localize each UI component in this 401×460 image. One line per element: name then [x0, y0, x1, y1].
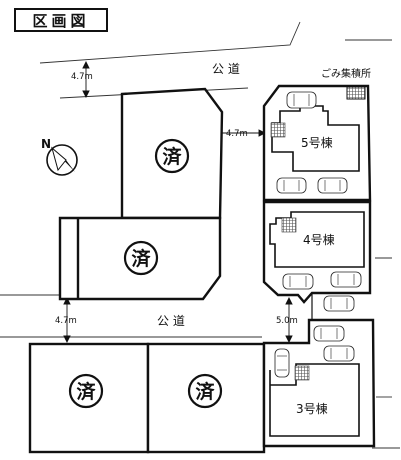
- lot-outlines: [28, 87, 266, 454]
- road-label-middle: 公 道: [157, 314, 185, 328]
- sold-mark-3: 済: [76, 380, 96, 403]
- building-4-footprint: [269, 211, 365, 268]
- dim-middle-road: 4.7m: [55, 316, 77, 326]
- building-5-footprint: [270, 105, 360, 172]
- dim-lower-gap: 5.0m: [276, 316, 298, 326]
- garbage-box: [346, 86, 366, 100]
- building-4-label: 4号棟: [303, 232, 335, 247]
- sold-mark-4: 済: [195, 380, 215, 403]
- building-3-label: 3号棟: [296, 401, 328, 416]
- garbage-label: ごみ集積所: [321, 67, 371, 80]
- sold-mark-2: 済: [131, 247, 151, 270]
- sold-mark-circles: [68, 138, 223, 409]
- page-title: 区画図: [14, 8, 108, 32]
- road-label-top: 公 道: [212, 62, 240, 76]
- dim-upper-gap: 4.7m: [226, 129, 248, 139]
- building-5-label: 5号棟: [301, 135, 333, 150]
- north-arrow-icon: [46, 144, 78, 176]
- building-3-footprint: [269, 363, 360, 437]
- car-windows: [277, 94, 355, 371]
- dim-top-road: 4.7m: [71, 72, 93, 82]
- car-layouts: [274, 91, 362, 378]
- north-label: N: [41, 137, 51, 151]
- sold-mark-1: 済: [162, 145, 182, 168]
- road-lines: [0, 21, 400, 449]
